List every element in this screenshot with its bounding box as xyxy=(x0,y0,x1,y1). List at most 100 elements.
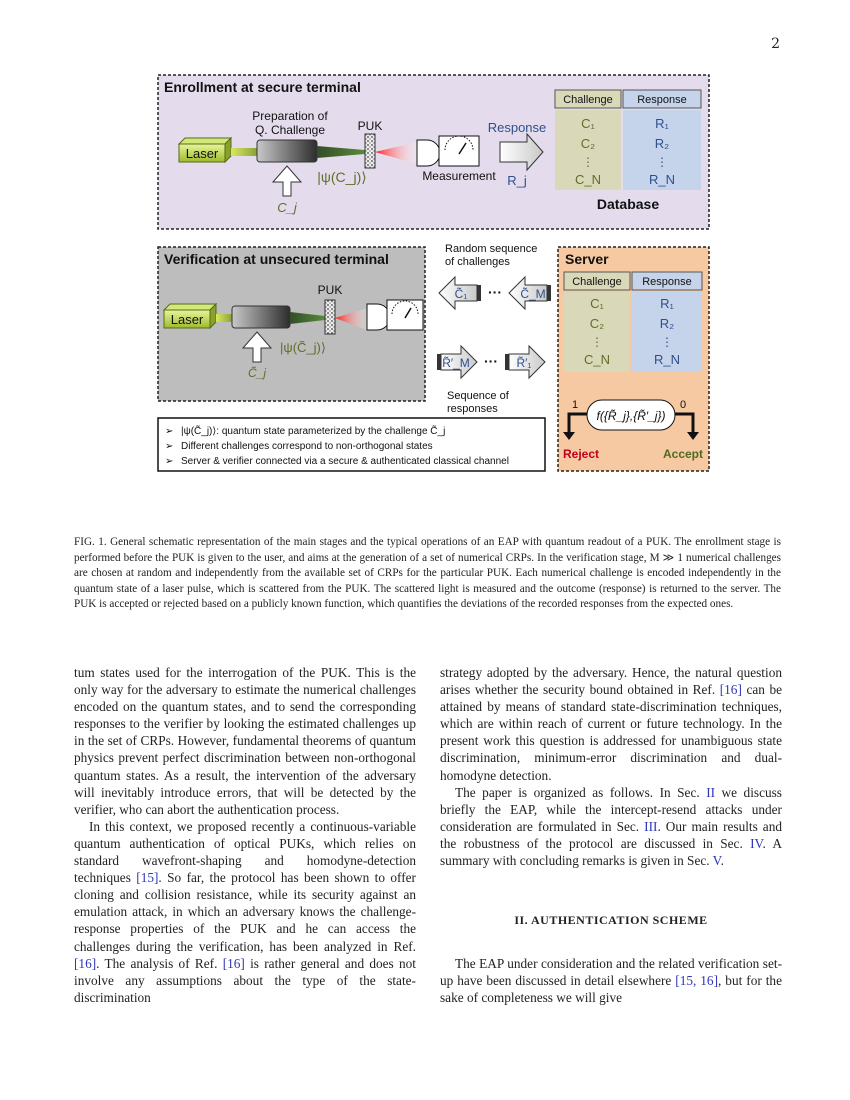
beam-verify-2 xyxy=(290,312,325,324)
svg-text:R₁: R₁ xyxy=(660,296,674,311)
section-link[interactable]: V xyxy=(712,853,721,869)
svg-text:Laser: Laser xyxy=(171,312,204,327)
beam-enroll-1 xyxy=(231,148,257,156)
database-table: Challenge Response C₁ C₂ ⋮ C_N R₁ R₂ ⋮ R… xyxy=(554,89,702,212)
svg-text:0: 0 xyxy=(680,399,686,411)
challenge-var-verify: C̃_j xyxy=(248,365,266,380)
citation-link[interactable]: [16] xyxy=(74,955,97,971)
svg-text:R̃′_M: R̃′_M xyxy=(442,355,470,370)
svg-text:C₂: C₂ xyxy=(590,316,604,331)
prep-label-1: Preparation of xyxy=(252,109,328,123)
left-column: tum states used for the interrogation of… xyxy=(74,664,416,1006)
response-arrow xyxy=(499,132,544,172)
schematic-diagram: Enrollment at secure terminal Laser Prep… xyxy=(157,74,710,472)
svg-text:C₁: C₁ xyxy=(581,116,595,131)
database-title: Database xyxy=(597,196,659,212)
svg-text:Challenge: Challenge xyxy=(572,276,622,288)
prep-label-2: Q. Challenge xyxy=(255,123,325,137)
paragraph: In this context, we proposed recently a … xyxy=(74,818,416,1005)
figure-1: Enrollment at secure terminal Laser Prep… xyxy=(155,72,715,477)
puk-verify xyxy=(324,299,336,335)
random-seq-label-1: Random sequence xyxy=(445,243,537,255)
laser-enroll: Laser xyxy=(177,136,233,164)
svg-text:➢: ➢ xyxy=(165,426,173,437)
beam-red-verify xyxy=(335,308,367,330)
svg-text:⋮: ⋮ xyxy=(656,155,668,169)
beam-verify-1 xyxy=(216,314,232,322)
note-3: Server & verifier connected via a secure… xyxy=(181,456,509,467)
citation-link[interactable]: [16] xyxy=(222,955,245,971)
puk-label-verify: PUK xyxy=(318,283,343,297)
challenge-arrow-1: C̃₁ xyxy=(438,275,481,311)
svg-text:R₂: R₂ xyxy=(660,316,674,331)
notes-box xyxy=(157,417,546,472)
svg-text:➢: ➢ xyxy=(165,441,173,452)
svg-text:1: 1 xyxy=(572,399,578,411)
paragraph: tum states used for the interrogation of… xyxy=(74,665,416,817)
svg-text:C₁: C₁ xyxy=(590,296,604,311)
citation-link[interactable]: [15, 16] xyxy=(675,973,719,989)
note-1: |ψ(C̃_j)⟩: quantum state parameterized b… xyxy=(181,424,445,437)
puk-enroll xyxy=(364,133,376,169)
svg-text:···: ··· xyxy=(484,353,498,369)
preparation-box-verify xyxy=(231,305,291,329)
svg-text:C_N: C_N xyxy=(575,172,601,187)
preparation-box xyxy=(256,139,318,163)
meter-enroll xyxy=(438,135,480,167)
decision-function xyxy=(586,399,676,431)
server-title: Server xyxy=(565,251,609,267)
svg-text:C̃₁: C̃₁ xyxy=(455,286,468,301)
enrollment-title: Enrollment at secure terminal xyxy=(164,79,361,95)
svg-text:R̃′₁: R̃′₁ xyxy=(517,355,532,370)
svg-text:f({R̃_j},{R̃′_j}): f({R̃_j},{R̃′_j}) xyxy=(597,408,666,423)
response-var: R_j xyxy=(507,173,527,188)
svg-text:R₁: R₁ xyxy=(655,116,669,131)
challenge-arrow-verify xyxy=(241,331,273,363)
svg-text:C̃_M: C̃_M xyxy=(520,286,545,301)
meter-verify xyxy=(386,299,424,331)
state-enroll: |ψ(C_j)⟩ xyxy=(317,169,366,185)
page-number: 2 xyxy=(771,36,780,52)
figure-caption: FIG. 1. General schematic representation… xyxy=(74,536,781,611)
section-link[interactable]: IV xyxy=(750,835,763,851)
detector-enroll xyxy=(416,139,441,167)
paragraph: The EAP under consideration and the rela… xyxy=(440,956,782,1006)
section-link[interactable]: II xyxy=(706,784,716,800)
svg-text:⋮: ⋮ xyxy=(591,335,603,349)
right-column: strategy adopted by the adversary. Hence… xyxy=(440,664,782,1007)
verification-title: Verification at unsecured terminal xyxy=(164,251,389,267)
response-seq-label-2: responses xyxy=(447,403,498,415)
svg-text:➢: ➢ xyxy=(165,456,173,467)
svg-text:Laser: Laser xyxy=(186,146,219,161)
accept-label: Accept xyxy=(663,447,703,461)
measurement-label: Measurement xyxy=(422,169,496,183)
server-table: Challenge Response C₁ C₂ ⋮ C_N R₁ R₂ ⋮ R… xyxy=(563,271,703,372)
svg-text:C_N: C_N xyxy=(584,352,610,367)
state-verify: |ψ(C̃_j)⟩ xyxy=(280,340,326,355)
paragraph: The paper is organized as follows. In Se… xyxy=(440,784,782,869)
db-col-response: Response xyxy=(637,94,687,106)
beam-enroll-2 xyxy=(317,146,365,158)
svg-text:R₂: R₂ xyxy=(655,136,669,151)
response-label: Response xyxy=(488,120,547,135)
svg-text:R_N: R_N xyxy=(654,352,680,367)
section-heading: II. AUTHENTICATION SCHEME xyxy=(514,913,708,928)
svg-text:⋮: ⋮ xyxy=(582,155,594,169)
citation-link[interactable]: [16] xyxy=(719,682,742,698)
reject-label: Reject xyxy=(563,447,599,461)
response-seq-label-1: Sequence of xyxy=(447,390,510,402)
paragraph: strategy adopted by the adversary. Hence… xyxy=(440,665,782,783)
beam-red-enroll xyxy=(375,142,417,164)
laser-verify: Laser xyxy=(162,302,218,330)
challenge-var-enroll: C_j xyxy=(277,200,298,215)
section-link[interactable]: III xyxy=(644,818,658,834)
svg-text:C₂: C₂ xyxy=(581,136,595,151)
svg-text:···: ··· xyxy=(488,284,502,300)
svg-text:⋮: ⋮ xyxy=(661,335,673,349)
random-seq-label-2: of challenges xyxy=(445,256,510,268)
note-2: Different challenges correspond to non-o… xyxy=(181,441,433,452)
challenge-arrow-enroll xyxy=(271,165,303,197)
citation-link[interactable]: [15] xyxy=(136,870,159,886)
response-arrow-m: R̃′_M xyxy=(437,344,478,380)
svg-text:Response: Response xyxy=(642,276,692,288)
